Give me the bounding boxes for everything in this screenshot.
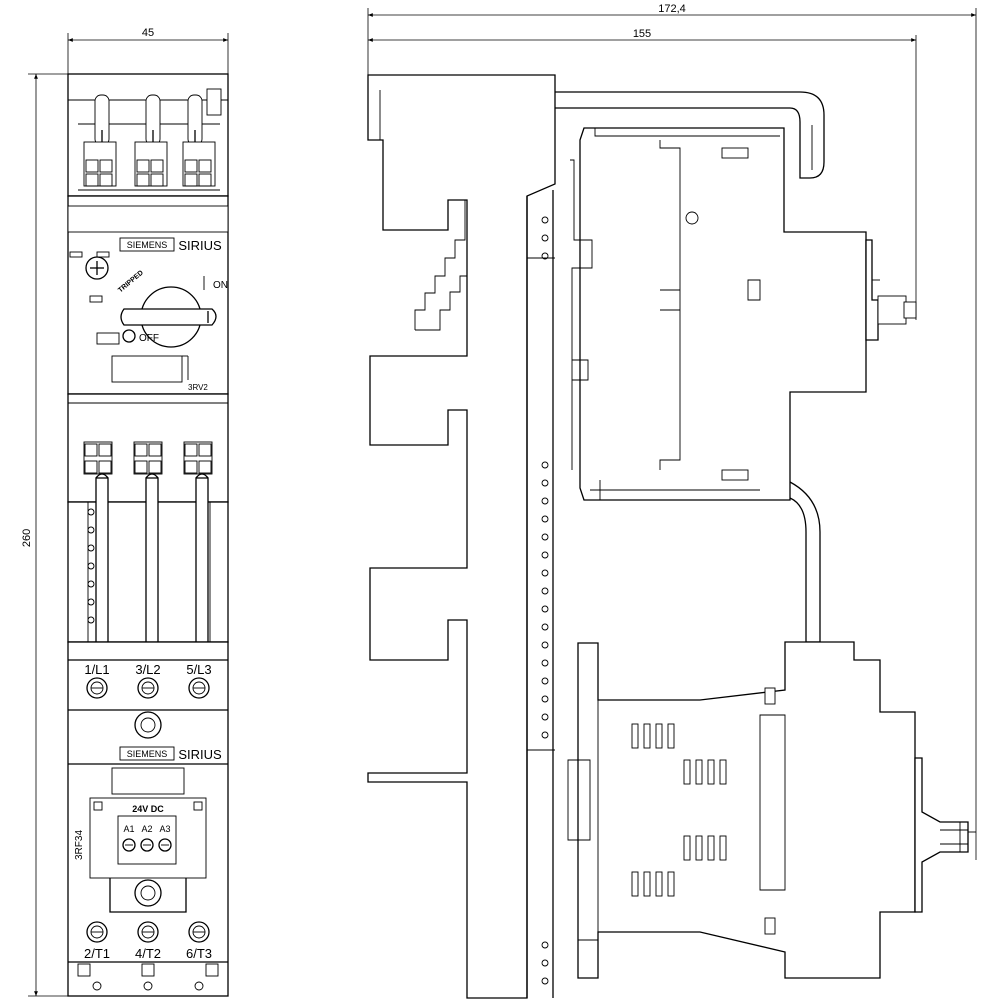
load-terminal-label-3: 6/T3 — [186, 946, 212, 961]
dimension-label-height: 260 — [21, 529, 33, 547]
siemens-logo-breaker — [119, 237, 175, 252]
contactor-connector-side — [914, 757, 976, 913]
load-terminal-label-2: 4/T2 — [135, 946, 161, 961]
terminal-screw-l1-icon[interactable] — [86, 677, 108, 699]
mounting-plate — [367, 74, 556, 999]
off-label: OFF — [139, 333, 159, 344]
terminal-screw-t3-icon[interactable] — [188, 921, 210, 943]
conductor-top-2 — [134, 94, 168, 187]
solid-state-contactor-3rf34: 1/L1 3/L2 5/L3 SIEMENS SIRIUS 24V DC A1 … — [67, 641, 229, 997]
breaker-series-label: SIRIUS — [178, 238, 222, 253]
adjustment-screw-icon — [85, 256, 109, 280]
dimension-depth-rail: 155 — [368, 28, 917, 320]
control-voltage-label: 24V DC — [132, 804, 164, 814]
din-rail-holes — [541, 216, 549, 985]
side-middle-cable — [789, 481, 821, 643]
line-terminal-label-1: 1/L1 — [84, 662, 109, 677]
conductor-top-1 — [83, 94, 117, 187]
din-rail — [526, 190, 555, 998]
top-supply-block — [67, 73, 229, 197]
dimension-height-260: 260 — [21, 73, 68, 997]
dimension-label-depth-rail: 155 — [633, 28, 651, 40]
line-terminal-label-3: 5/L3 — [186, 662, 211, 677]
breaker-model-label: 3RV2 — [188, 383, 208, 392]
on-label: ON — [213, 280, 228, 291]
breaker-knob-side[interactable] — [865, 239, 917, 341]
circuit-breaker-3rv2: SIEMENS SIRIUS TRIPPED ON OFF 3RV2 — [67, 195, 229, 395]
conductor-top-3 — [182, 94, 216, 187]
load-terminal-label-1: 2/T1 — [84, 946, 110, 961]
off-indicator-icon — [122, 329, 136, 343]
front-view: SIEMENS SIRIUS TRIPPED ON OFF 3RV2 — [67, 73, 229, 997]
contactor-side-body — [567, 641, 916, 979]
contactor-series-label: SIRIUS — [178, 747, 222, 762]
control-terminal-a2: A2 — [141, 824, 152, 834]
control-terminal-a1: A1 — [123, 824, 134, 834]
side-top-cable — [555, 91, 825, 179]
dimension-depth-total: 172,4 — [367, 3, 977, 860]
side-view — [367, 74, 976, 999]
terminal-screw-l3-icon[interactable] — [188, 677, 210, 699]
breaker-brand-label: SIEMENS — [127, 240, 168, 250]
line-terminal-label-2: 3/L2 — [135, 662, 160, 677]
terminal-screw-t1-icon[interactable] — [86, 921, 108, 943]
dimension-label-width: 45 — [142, 27, 154, 39]
dimension-label-depth-total: 172,4 — [658, 3, 686, 15]
terminal-screw-t2-icon[interactable] — [137, 921, 159, 943]
rotary-handle[interactable] — [120, 286, 217, 348]
contactor-model-label: 3RF34 — [74, 830, 85, 860]
contactor-brand-label: SIEMENS — [127, 749, 168, 759]
terminal-screw-l2-icon[interactable] — [137, 677, 159, 699]
control-terminal-a3: A3 — [159, 824, 170, 834]
dimension-width-45: 45 — [67, 27, 229, 74]
breaker-side-body — [570, 127, 867, 501]
siemens-logo-contactor — [119, 746, 175, 761]
